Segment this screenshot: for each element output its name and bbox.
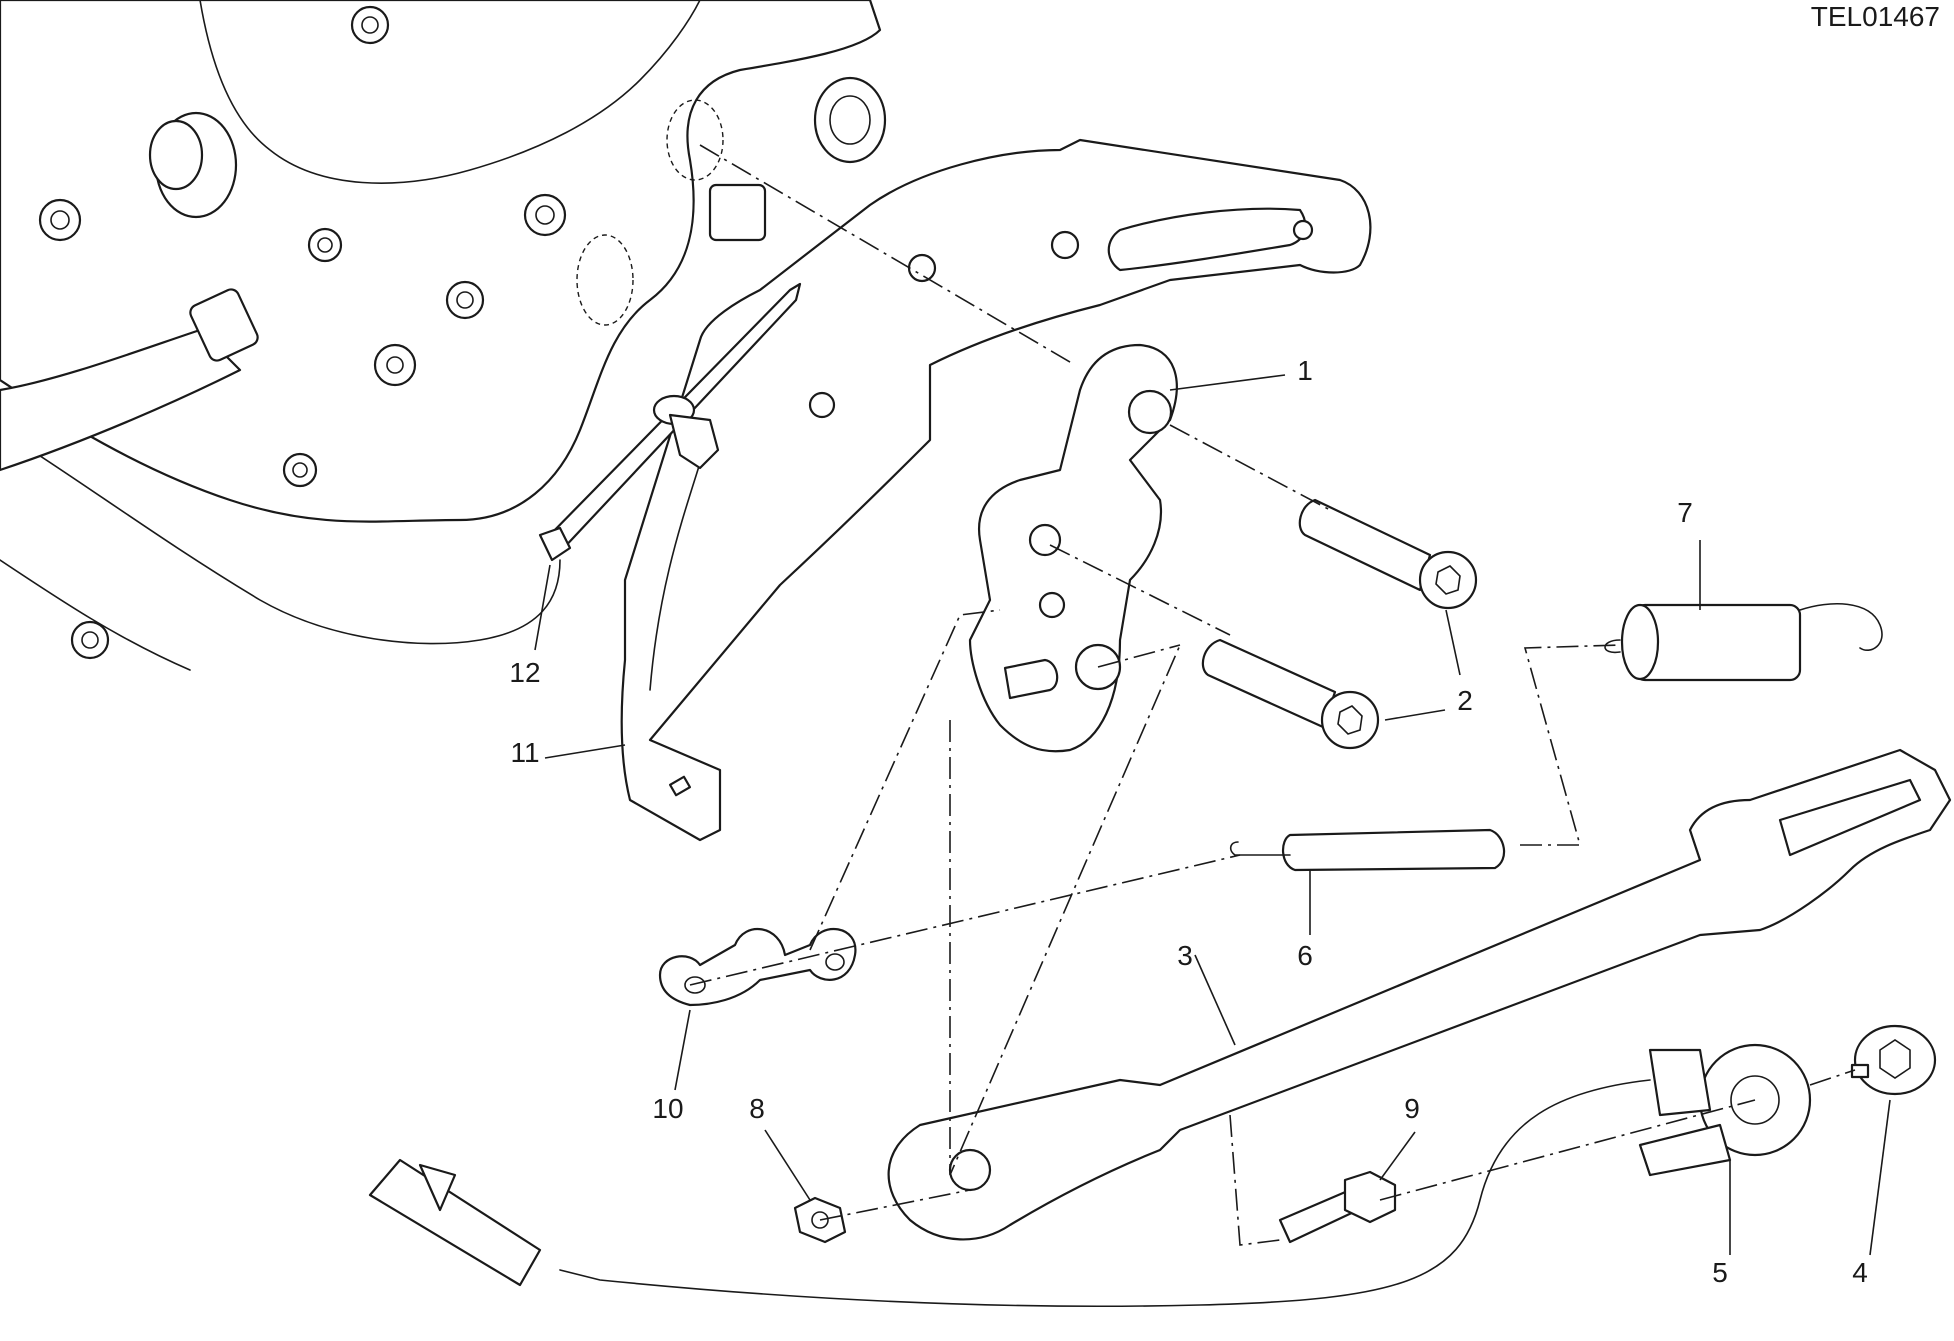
callout-5: 5 [1712,1257,1728,1288]
callout-11: 11 [510,737,539,768]
callout-6: 6 [1297,940,1313,971]
part-3-side-stand [887,748,1952,1241]
leader-lines [534,374,1891,1256]
callout-10: 10 [652,1093,683,1124]
callout-7: 7 [1677,497,1693,528]
callout-9: 9 [1404,1093,1420,1124]
part-12-cable-tie [538,282,802,562]
callout-4: 4 [1852,1257,1868,1288]
assembly-axes [689,144,1856,1246]
part-2-bolts [1201,498,1478,750]
callout-3: 3 [1177,940,1193,971]
drawing-code: TEL01467 [1811,1,1940,32]
part-9-bolt [1278,1170,1397,1244]
part-11-bracket [620,138,1372,842]
callout-8: 8 [749,1093,765,1124]
engine-casing [0,0,887,671]
wire-connector [368,1158,542,1287]
casing-bolts [38,5,567,660]
part-10-hook-plate [658,927,857,1007]
callout-2: 2 [1457,685,1473,716]
reference-numbers: 1 2 3 4 5 6 7 8 9 10 11 12 [509,355,1867,1288]
part-4-bolt [1850,1024,1937,1096]
callout-1: 1 [1297,355,1313,386]
callout-12: 12 [509,657,540,688]
part-6-spring [1229,828,1506,872]
part-1-mount-plate [968,343,1178,753]
part-7-spring [1604,602,1883,682]
